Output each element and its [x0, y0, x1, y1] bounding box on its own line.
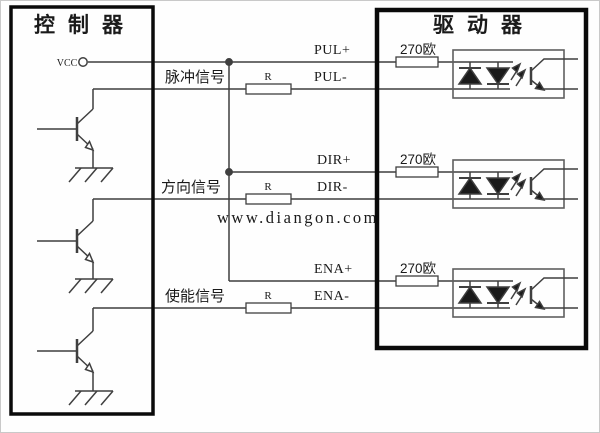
junction-dot-pul [225, 58, 233, 66]
dir-plus-label: DIR+ [317, 153, 351, 168]
driver-resistor-label-direction: 270欧 [400, 152, 437, 167]
vcc-terminal-icon [78, 57, 88, 67]
driver-resistor-direction [395, 166, 439, 178]
series-resistor-direction [245, 193, 292, 205]
ground-enable-icon [68, 390, 114, 406]
ground-pulse-icon [68, 167, 114, 183]
controller-box [9, 5, 155, 416]
pul-plus-label: PUL+ [314, 43, 350, 58]
wiring-layer [35, 48, 580, 406]
optocoupler-pulse [451, 48, 580, 100]
driver-resistor-label-pulse: 270欧 [400, 42, 437, 57]
transistor-pulse [35, 107, 95, 152]
dir-minus-label: DIR- [317, 180, 348, 195]
channel-pulse-wires [35, 88, 510, 183]
ena-plus-label: ENA+ [314, 262, 353, 277]
driver-resistor-pulse [395, 56, 439, 68]
series-resistor-label-pulse: R [264, 71, 272, 83]
ground-direction-icon [68, 278, 114, 294]
pul-minus-label: PUL- [314, 70, 347, 85]
optocoupler-direction [451, 158, 580, 210]
signal-label-pulse: 脉冲信号 [165, 69, 225, 86]
series-resistor-label-direction: R [264, 181, 272, 193]
series-resistor-label-enable: R [264, 290, 272, 302]
optocoupler-enable [451, 267, 580, 319]
vcc-label: VCC [57, 58, 78, 69]
channel-direction-wires [35, 171, 513, 294]
junction-dot-dir [225, 168, 233, 176]
watermark-text: www.diangon.com [217, 208, 379, 227]
transistor-enable [35, 329, 95, 374]
controller-title: 控制器 [34, 13, 136, 37]
ena-minus-label: ENA- [314, 289, 349, 304]
driver-box [374, 7, 589, 351]
transistor-direction [35, 219, 95, 264]
signal-label-enable: 使能信号 [165, 288, 225, 305]
series-resistor-enable [245, 302, 292, 314]
series-resistor-pulse [245, 83, 292, 95]
driver-resistor-enable [395, 275, 439, 287]
channel-enable-wires [35, 280, 513, 406]
driver-resistor-label-enable: 270欧 [400, 261, 437, 276]
driver-title: 驱动器 [433, 14, 535, 37]
signal-label-direction: 方向信号 [161, 179, 221, 196]
